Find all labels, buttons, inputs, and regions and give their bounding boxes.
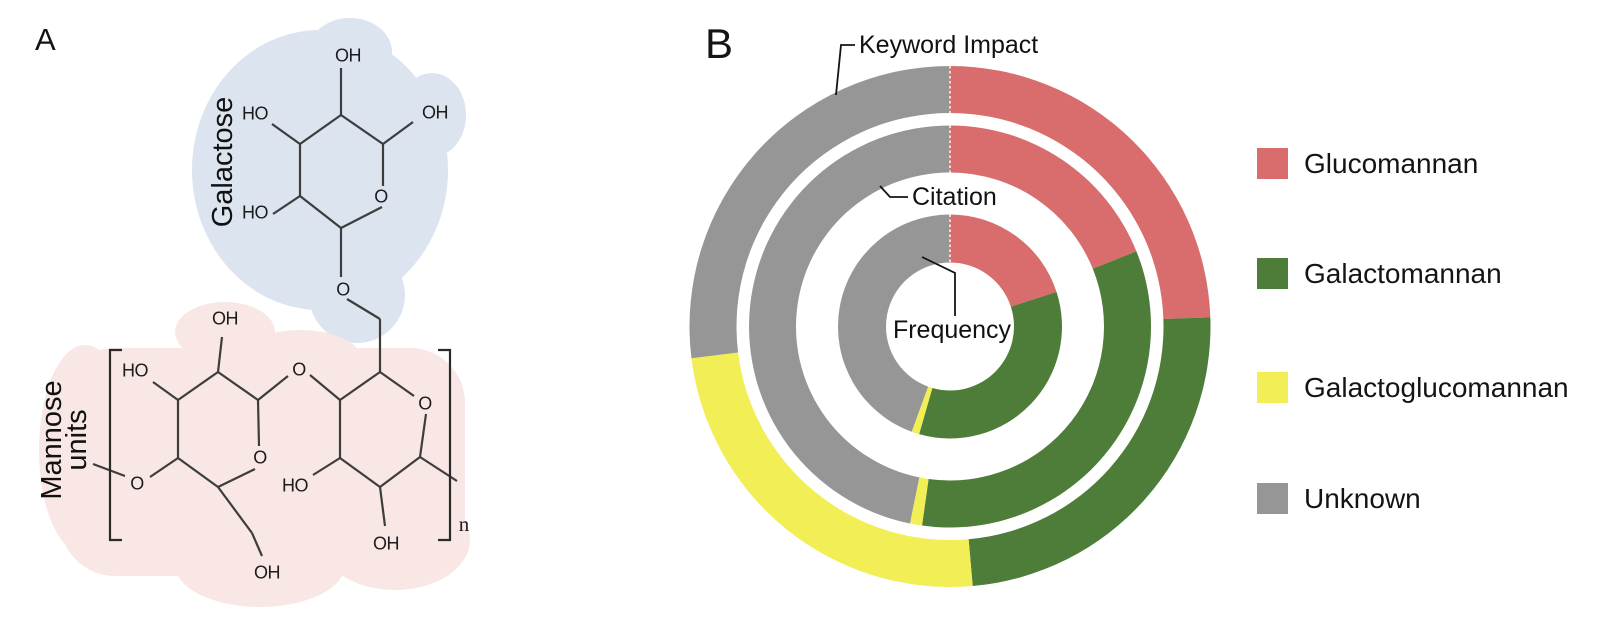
legend-label-galactomannan: Galactomannan	[1304, 258, 1502, 289]
ring-label-keyword-impact: Keyword Impact	[859, 31, 1038, 59]
bond-line	[177, 457, 219, 488]
bond-line	[340, 114, 384, 145]
repeat-subscript-n: n	[459, 512, 470, 536]
atom-label-oh: OH	[254, 563, 280, 583]
ring-segment-citation-galactomannan	[922, 251, 1151, 528]
ring-segment-citation-galactoglucomannan	[909, 477, 929, 526]
atom-label-oh: OH	[373, 534, 399, 554]
bond-line	[250, 532, 264, 557]
bond-line	[149, 457, 179, 478]
ring-segment-citation-unknown	[749, 125, 950, 524]
ring-segment-keyword-impact-galactoglucomannan	[691, 352, 973, 588]
legend-swatch-unknown	[1257, 483, 1288, 514]
legend-label-galactoglucomannan: Galactoglucomannan	[1304, 372, 1569, 403]
legend-item-unknown: Unknown	[1257, 483, 1421, 514]
legend-swatch-galactomannan	[1257, 258, 1288, 289]
bond-line	[340, 206, 383, 229]
right-repeat-bracket	[438, 348, 452, 542]
legend-label-unknown: Unknown	[1304, 483, 1421, 514]
bond-line	[339, 371, 381, 401]
ring-segment-keyword-impact-unknown	[689, 66, 950, 359]
atom-label-o: O	[292, 360, 306, 380]
atom-label-oh: OH	[422, 103, 448, 123]
panel-a-letter: A	[35, 22, 56, 57]
atom-label-o: O	[336, 280, 350, 300]
bond-lines	[92, 68, 458, 557]
legend-label-glucomannan: Glucomannan	[1304, 148, 1478, 179]
bond-line	[339, 457, 381, 488]
atom-label-oh: OH	[335, 46, 361, 66]
left-repeat-bracket	[108, 348, 122, 542]
ring-segment-frequency-unknown	[837, 214, 950, 432]
bond-line	[177, 371, 219, 401]
atom-label-o: O	[253, 448, 267, 468]
legend-item-glucomannan: Glucomannan	[1257, 148, 1478, 179]
atom-label-o: O	[374, 187, 388, 207]
galactose-group-label: Galactose	[207, 97, 239, 228]
mannose-group-label-line1: Mannose	[36, 380, 68, 499]
ring-segment-frequency-glucomannan	[950, 214, 1057, 307]
ring-segment-keyword-impact-galactomannan	[968, 317, 1211, 587]
ring-segment-citation-glucomannan	[950, 125, 1137, 269]
galactose-highlight-blob	[192, 18, 466, 343]
legend-item-galactoglucomannan: Galactoglucomannan	[1257, 372, 1569, 403]
bond-line	[418, 413, 428, 458]
bond-line	[216, 336, 224, 373]
bond-line	[379, 456, 421, 488]
atom-label-oh: OH	[212, 309, 238, 329]
bond-line	[346, 298, 381, 320]
bond-line	[217, 486, 253, 534]
ring-label-frequency: Frequency	[893, 316, 1012, 344]
atom-label-ho: HO	[242, 104, 268, 124]
atom-label-ho: HO	[122, 361, 148, 381]
bond-line	[217, 371, 259, 401]
atom-label-o: O	[418, 394, 432, 414]
chart-legend: GlucomannanGalactomannanGalactoglucomann…	[1257, 148, 1569, 514]
bond-line	[379, 371, 415, 397]
bond-line	[378, 486, 387, 527]
bond-line	[382, 121, 414, 145]
ring-label-citation: Citation	[912, 183, 997, 211]
leader-line-citation	[879, 185, 908, 198]
ring-segment-keyword-impact-glucomannan	[950, 66, 1211, 320]
bond-line	[256, 399, 261, 447]
ring-segment-frequency-galactoglucomannan	[911, 386, 933, 435]
atom-label-o: O	[130, 474, 144, 494]
bond-line	[272, 195, 301, 215]
legend-swatch-glucomannan	[1257, 148, 1288, 179]
bond-line	[257, 375, 289, 401]
bond-line	[217, 468, 256, 488]
panel-b-letter: B	[705, 20, 733, 67]
atom-label-ho: HO	[242, 203, 268, 223]
bond-line	[152, 381, 179, 401]
ring-segment-frequency-galactomannan	[919, 291, 1063, 439]
bond-line	[309, 374, 341, 401]
leader-line-frequency	[921, 256, 956, 316]
mannose-group-label-line2: units	[61, 409, 93, 470]
bond-line	[299, 195, 342, 229]
bond-line	[312, 457, 341, 476]
bond-line	[271, 123, 301, 145]
legend-swatch-galactoglucomannan	[1257, 372, 1288, 403]
bond-line	[299, 114, 342, 145]
mannose-highlight-blob	[39, 302, 470, 607]
atom-label-ho: HO	[282, 476, 308, 496]
donut-rings	[689, 66, 1211, 588]
legend-item-galactomannan: Galactomannan	[1257, 258, 1502, 289]
leader-line-keyword-impact	[835, 44, 855, 96]
